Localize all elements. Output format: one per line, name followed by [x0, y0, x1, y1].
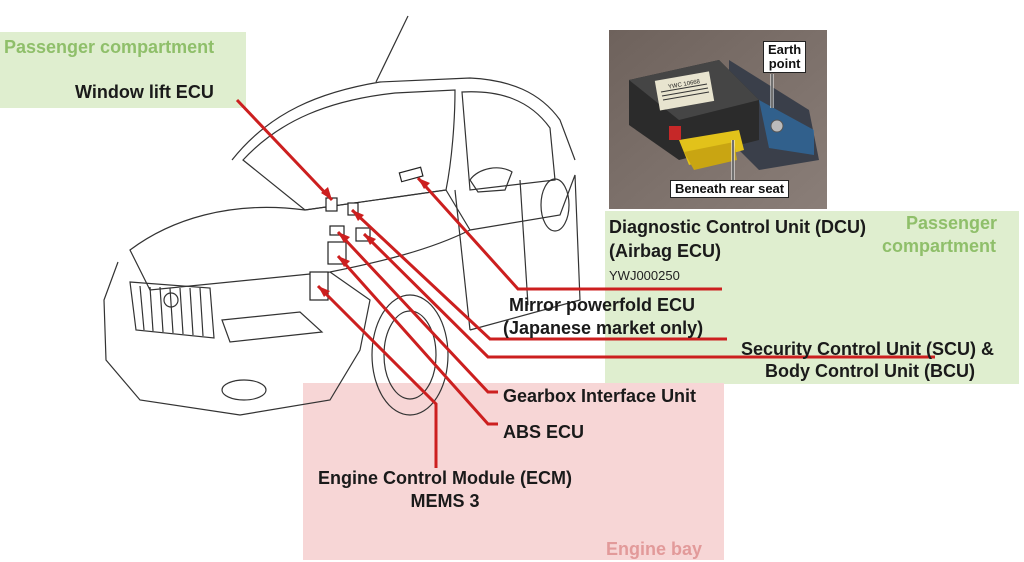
- leader-window-lift: [235, 98, 334, 202]
- engine-bay-zone: [303, 383, 724, 560]
- earth-point-line1: Earth: [768, 42, 802, 57]
- passenger-compartment-title-left: Passenger compartment: [4, 37, 215, 57]
- ecm-label-line1: Engine Control Module (ECM): [318, 468, 572, 488]
- ecu-boxes: [309, 166, 424, 301]
- engine-bay-title: Engine bay: [606, 539, 703, 559]
- window-lift-ecu-label: Window lift ECU: [75, 82, 214, 102]
- ecm-label-line2: MEMS 3: [410, 491, 480, 511]
- bcu-label-line2: Body Control Unit (BCU): [765, 361, 975, 381]
- gearbox-interface-label: Gearbox Interface Unit: [503, 386, 697, 406]
- dcu-label-line1: Diagnostic Control Unit (DCU): [609, 217, 866, 237]
- module-label-text: YWC 10668: [668, 79, 702, 91]
- earth-point-line2: point: [768, 56, 801, 71]
- arrowhead-gearbox: [338, 232, 350, 243]
- gearbox-interface-box: [329, 225, 345, 236]
- passenger-compartment-zone-left: [0, 32, 246, 108]
- dcu-label-line2: (Airbag ECU): [609, 241, 721, 261]
- leader-lines: [235, 98, 935, 468]
- leader-bcu: [362, 232, 935, 359]
- scu-label-line1: Security Control Unit (SCU) &: [741, 339, 995, 359]
- leader-ecm: [316, 284, 438, 468]
- arrowhead-ecm: [318, 286, 330, 297]
- leader-mirror: [416, 176, 722, 291]
- part-code: YWJ000250: [609, 268, 680, 283]
- mirror-ecu-label-line2: (Japanese market only): [503, 318, 704, 338]
- abs-ecu-label: ABS ECU: [503, 422, 585, 442]
- mirror-ecu-box: [398, 166, 424, 183]
- arrowhead-scu: [352, 210, 364, 221]
- arrowhead-mirror: [418, 178, 430, 189]
- leader-gearbox: [336, 230, 498, 394]
- earth-point-callout: Earth point: [763, 41, 807, 73]
- leader-arrowheads: [318, 178, 430, 297]
- arrowhead-abs: [338, 256, 350, 267]
- mirror-ecu-label-line1: Mirror powerfold ECU: [509, 295, 696, 315]
- passenger-compartment-title-right-1: Passenger: [906, 213, 998, 233]
- arrowhead-bcu: [364, 234, 376, 245]
- leader-scu: [350, 208, 727, 341]
- passenger-compartment-zone-right: [605, 211, 1019, 384]
- leader-abs: [336, 255, 498, 426]
- arrowhead-window-lift: [321, 187, 332, 200]
- beneath-rear-seat-callout: Beneath rear seat: [670, 180, 790, 198]
- passenger-compartment-title-right-2: compartment: [882, 236, 997, 256]
- car-outline: [103, 15, 581, 416]
- dcu-photo: YWC 10668: [609, 30, 827, 209]
